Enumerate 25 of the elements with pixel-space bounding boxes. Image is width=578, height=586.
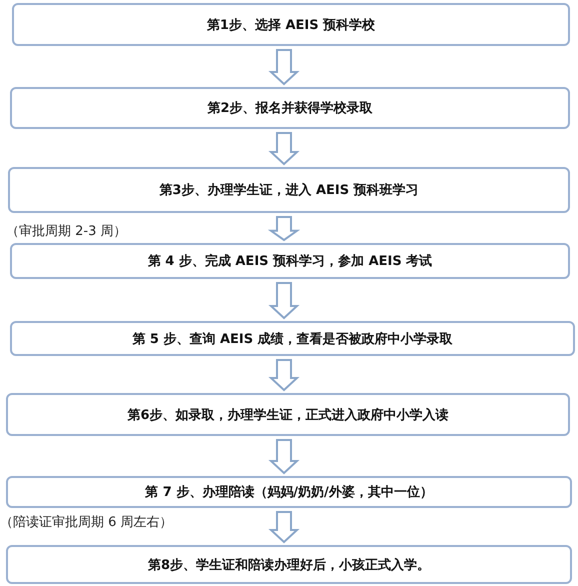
step-text: 第 4 步、完成 AEIS 预科学习，参加 AEIS 考试	[148, 252, 432, 270]
step-text: 第6步、如录取，办理学生证，正式进入政府中小学入读	[127, 406, 449, 424]
block-arrow	[268, 439, 300, 474]
step-text: 第2步、报名并获得学校录取	[207, 100, 373, 117]
step-text: 第 5 步、查询 AEIS 成绩，查看是否被政府中小学录取	[132, 330, 453, 348]
step-text: 第1步、选择 AEIS 预科学校	[206, 16, 376, 34]
note-text: （陪读证审批周期 6 周左右）	[0, 514, 173, 531]
block-arrow	[268, 132, 300, 166]
block-arrow	[268, 282, 300, 320]
step-box	[6, 545, 572, 584]
step-box	[10, 87, 570, 129]
block-arrow	[268, 511, 300, 544]
note-text: （审批周期 2-3 周）	[6, 223, 126, 240]
step-box	[8, 167, 570, 213]
step-box	[6, 393, 570, 436]
step-box	[12, 3, 570, 46]
block-arrow	[268, 359, 300, 392]
step-box	[6, 476, 572, 508]
block-arrow	[268, 49, 300, 86]
step-box	[10, 321, 575, 356]
block-arrow	[268, 216, 300, 242]
step-text: 第8步、学生证和陪读办理好后，小孩正式入学。	[148, 556, 430, 574]
step-box	[10, 243, 570, 279]
step-text: 第3步、办理学生证，进入 AEIS 预科班学习	[159, 182, 419, 199]
step-text: 第 7 步、办理陪读（妈妈/奶奶/外婆，其中一位）	[145, 484, 433, 501]
